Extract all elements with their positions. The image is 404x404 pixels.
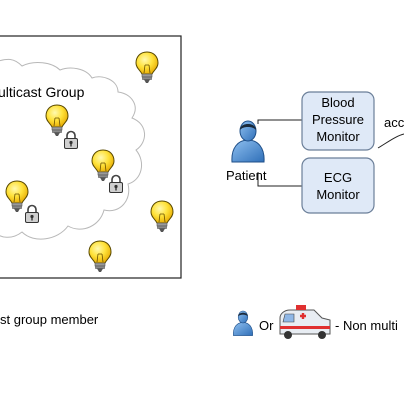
patient-person-icon xyxy=(231,120,265,163)
bp-monitor-line-2: Pressure xyxy=(312,112,364,127)
ecg-monitor-line-1: ECG xyxy=(324,170,352,185)
bp-monitor-line-1: Blood xyxy=(321,95,354,110)
legend-or-text: Or xyxy=(259,318,274,333)
legend-person-icon xyxy=(233,310,253,336)
legend-non-member-text: - Non multi xyxy=(335,318,398,333)
legend-group-member-text: st group member xyxy=(0,312,99,327)
connector-to-ecg-monitor xyxy=(257,172,302,187)
bp-monitor-line-3: Monitor xyxy=(316,129,360,144)
ambulance-icon xyxy=(279,305,331,339)
ecg-monitor-box xyxy=(301,157,375,214)
patient-label: Patient xyxy=(226,168,267,183)
multicast-group-title: ulticast Group xyxy=(0,84,85,100)
blood-pressure-monitor-box xyxy=(301,91,375,151)
ecg-monitor-line-2: Monitor xyxy=(316,187,360,202)
edge-label-fragment: acc xyxy=(384,115,404,130)
multicast-cloud xyxy=(0,58,145,240)
edge-arc xyxy=(377,133,404,149)
connector-to-bp-monitor xyxy=(257,119,302,124)
multicast-frame xyxy=(0,35,182,279)
